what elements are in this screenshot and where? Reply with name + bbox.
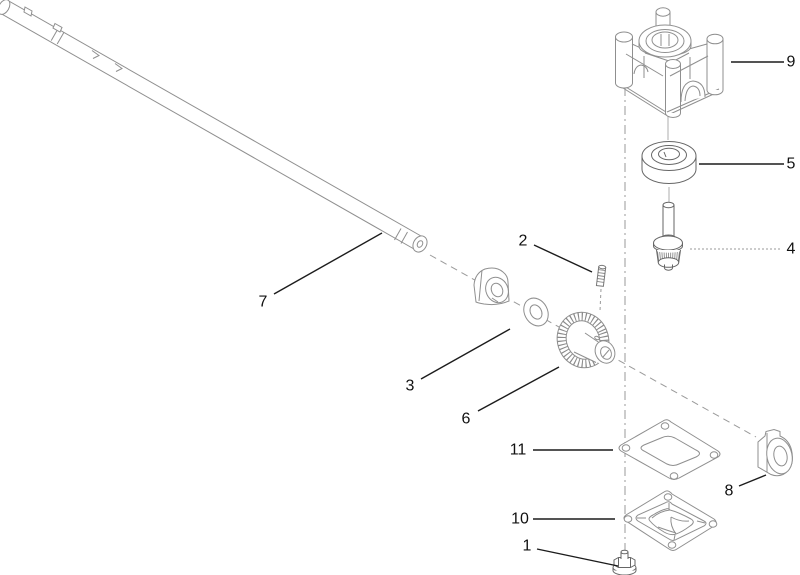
drive-shaft-drawing: [0, 0, 428, 253]
cap-nut-drawing: [757, 428, 793, 477]
callout-label-1: 1: [523, 538, 532, 555]
callout-label-8: 8: [725, 483, 734, 500]
callout-label-5: 5: [787, 156, 796, 173]
pinion-shaft-drawing: [653, 201, 683, 271]
callout-label-4: 4: [787, 241, 796, 258]
callout-leader-2: [533, 244, 593, 273]
callout-leader-6: [477, 366, 560, 412]
callout-leader-1: [536, 548, 619, 567]
roll-pin-drawing: [595, 264, 607, 287]
bevel-gear-drawing: [556, 311, 616, 369]
gasket-drawing: [618, 419, 721, 480]
bushing-drawing: [473, 267, 510, 306]
callout-layer: 1 2 3 4 5 6 7 8 9 10 11: [259, 54, 796, 567]
callout-label-9: 9: [787, 54, 796, 71]
callout-label-10: 10: [511, 511, 529, 528]
callout-leader-3: [420, 328, 511, 380]
bearing-drawing: [641, 141, 697, 184]
callout-leader-8: [738, 474, 767, 487]
washer-drawing: [523, 297, 549, 327]
callout-label-7: 7: [259, 294, 268, 311]
callout-label-3: 3: [406, 378, 415, 395]
gearbox-housing-drawing: [615, 7, 724, 118]
flange-bolt-drawing: [612, 549, 637, 575]
callout-label-2: 2: [519, 233, 528, 250]
cover-plate-drawing: [623, 490, 718, 551]
callout-label-6: 6: [462, 411, 471, 428]
callout-label-11: 11: [510, 442, 527, 459]
callout-leader-7: [273, 232, 383, 295]
pin-axis-dashed-line: [599, 288, 602, 312]
